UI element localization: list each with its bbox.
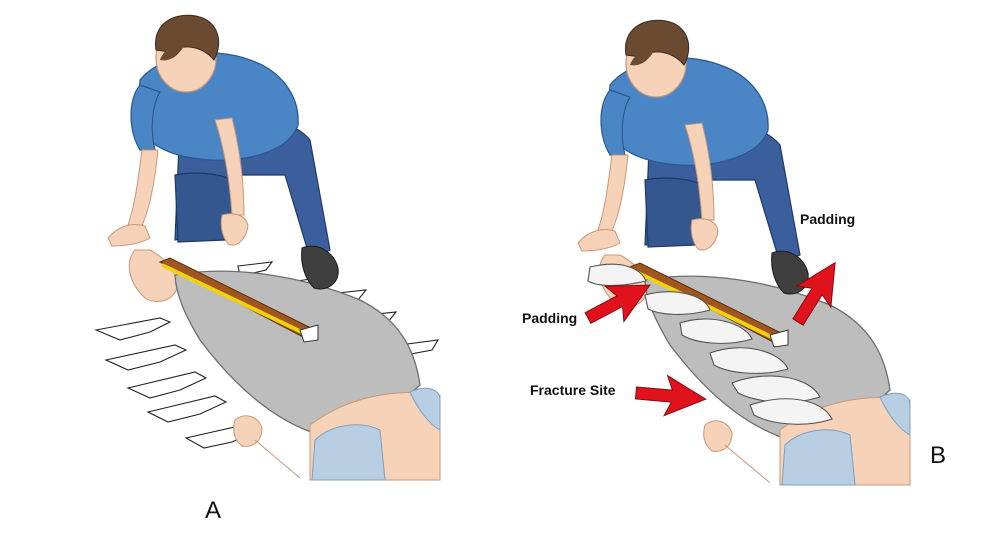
callout-fracture-site: Fracture Site — [530, 382, 616, 398]
patient-figure — [128, 249, 441, 481]
panel-label-b: B — [930, 442, 947, 469]
arrow-fracture-site — [633, 372, 708, 420]
rescuer-figure — [107, 14, 339, 290]
rescuer-figure-b — [577, 19, 809, 295]
panel-b — [577, 19, 911, 486]
callout-padding-top: Padding — [800, 211, 855, 227]
callout-padding-left: Padding — [522, 310, 577, 326]
panel-label-a: A — [205, 497, 222, 524]
bandage-wraps — [587, 263, 833, 425]
panel-a — [94, 14, 441, 481]
arrow-pointer — [633, 372, 708, 420]
